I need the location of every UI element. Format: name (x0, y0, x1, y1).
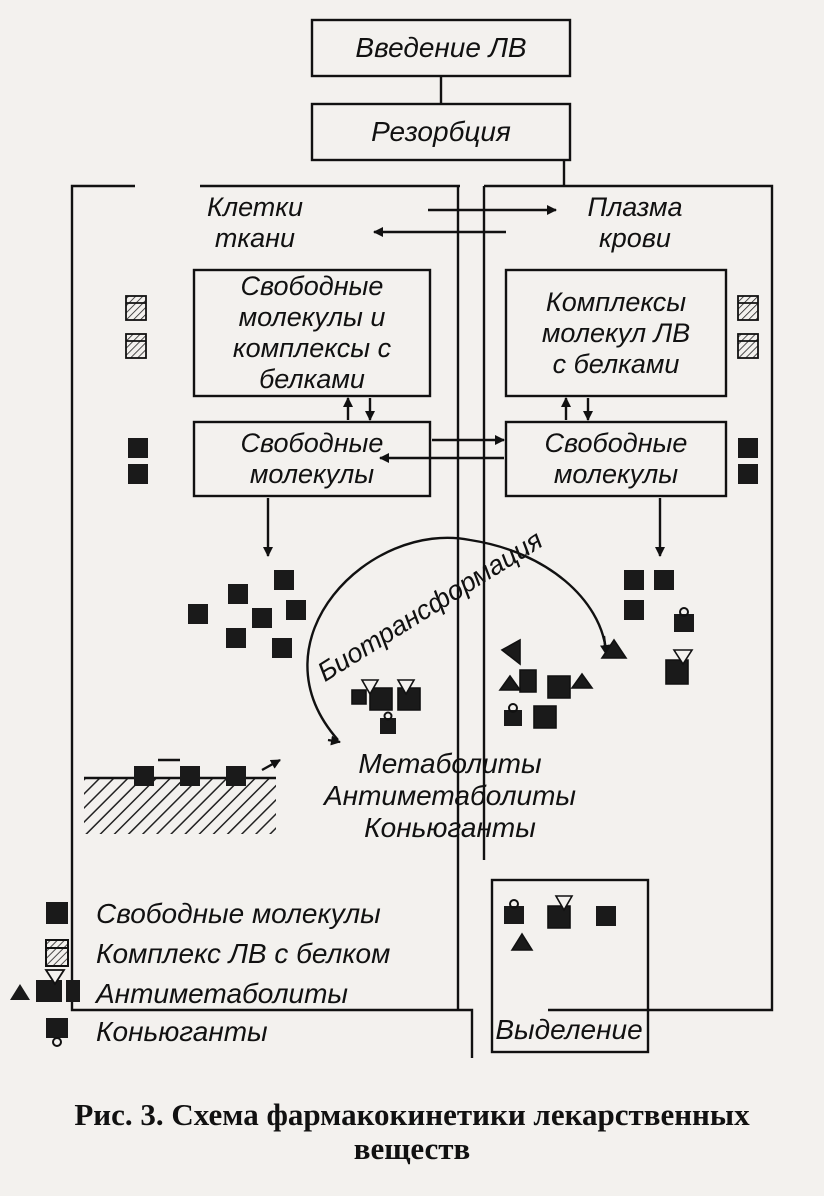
antimetabolite-marks (351, 638, 694, 951)
antimetabolites-label: Антиметаболиты (323, 780, 576, 811)
biotransformation-arc (306, 536, 608, 741)
square-icon (46, 902, 68, 924)
conjugate-marks (380, 607, 694, 924)
tissue-complexes-box (192, 268, 432, 398)
conjugate-icon (46, 1018, 68, 1047)
excretion-label: Выделение (495, 1014, 643, 1045)
blood-plasma-label: Плазма крови (587, 192, 683, 253)
legend-conjugate-label: Коньюганты (96, 1016, 268, 1047)
plasma-complexes-text: Комплексы молекул ЛВ с белками (541, 286, 691, 379)
tissue-complexes-text: Свободные молекулы и комплексы с белками (232, 271, 392, 394)
plasma-free-text: Свободные молекулы (544, 428, 688, 489)
tissue-cells-label: Клетки ткани (206, 192, 304, 253)
excretion-box (490, 878, 650, 1054)
caption-line-1: Рис. 3. Схема фармакокинетики лекарствен… (74, 1097, 750, 1132)
legend-icons (10, 902, 80, 1047)
tissue-frame (70, 184, 474, 1058)
tissue-binding-block (84, 778, 276, 834)
plasma-free-box (504, 420, 728, 498)
intro-label: Введение ЛВ (355, 32, 527, 63)
legend-antimetabolite-label: Антиметаболиты (96, 978, 349, 1009)
antimetabolite-icon (10, 969, 80, 1002)
plasma-complexes-box (504, 268, 728, 398)
plasma-frame (484, 184, 774, 1012)
metabolites-label: Метаболиты (358, 748, 542, 779)
legend-complex-label: Комплекс ЛВ с белком (96, 938, 391, 969)
complex-icon (45, 939, 69, 967)
legend-free-label: Свободные молекулы (96, 898, 381, 929)
conjugates-label: Коньюганты (364, 812, 536, 843)
free-molecule-squares (128, 438, 758, 926)
complex-icons-left (125, 295, 147, 359)
complex-icons-right (737, 295, 759, 359)
tissue-free-text: Свободные молекулы (240, 428, 384, 489)
caption-line-2: веществ (353, 1131, 471, 1166)
resorption-label: Резорбция (371, 116, 511, 147)
figure-caption: Рис. 3. Схема фармакокинетики лекарствен… (20, 1098, 804, 1166)
